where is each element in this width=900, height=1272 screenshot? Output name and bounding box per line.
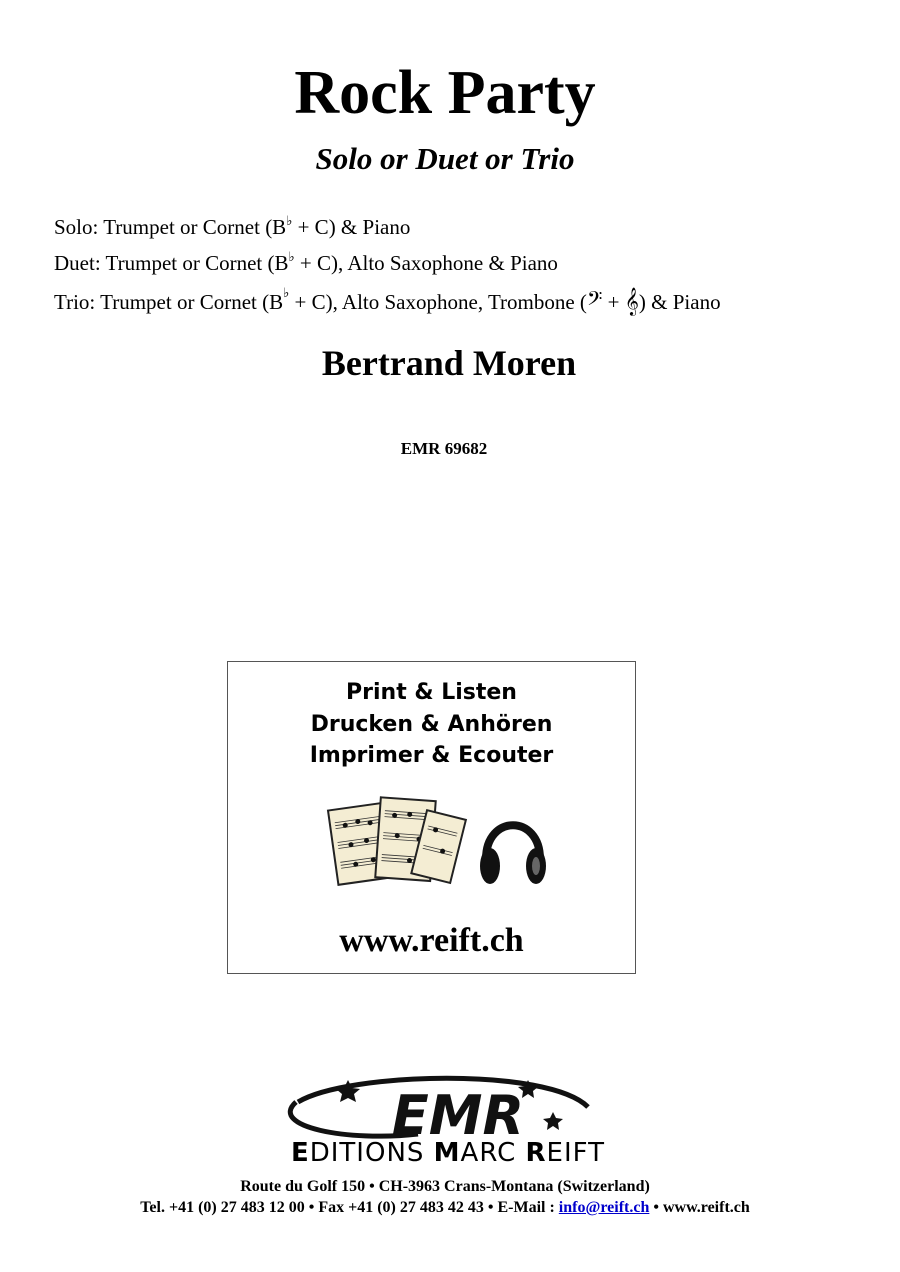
- emr-logo: EMR: [287, 1075, 590, 1147]
- flat-sign: ♭: [286, 213, 293, 228]
- instrumentation-trio: Trio: Trumpet or Cornet (B♭ + C), Alto S…: [54, 285, 721, 315]
- flat-sign: ♭: [288, 249, 295, 264]
- print-listen-box: Print & Listen Drucken & Anhören Imprime…: [227, 661, 636, 974]
- promo-line-de: Drucken & Anhören: [310, 712, 553, 737]
- promo-line-en: Print & Listen: [346, 680, 517, 705]
- promo-line-fr: Imprimer & Ecouter: [309, 743, 554, 768]
- sheet-music-icon: [326, 796, 468, 886]
- flat-sign: ♭: [283, 285, 290, 300]
- page-title: Rock Party: [294, 59, 596, 127]
- instrumentation-duet: Duet: Trumpet or Cornet (B♭ + C), Alto S…: [54, 249, 558, 275]
- subtitle: Solo or Duet or Trio: [315, 141, 575, 176]
- promo-url: www.reift.ch: [339, 922, 524, 959]
- email-link[interactable]: info@reift.ch: [558, 1199, 650, 1216]
- bass-clef-icon: 𝄢: [586, 287, 603, 315]
- publisher-address: Route du Golf 150 • CH-3963 Crans-Montan…: [240, 1178, 650, 1195]
- logo-text: EMR: [392, 1084, 524, 1147]
- catalog-number: EMR 69682: [400, 439, 488, 458]
- promo-icons: [326, 796, 546, 886]
- treble-clef-icon: 𝄞: [624, 287, 639, 315]
- instrumentation-solo: Solo: Trumpet or Cornet (B♭ + C) & Piano: [54, 213, 411, 239]
- composer: Bertrand Moren: [321, 343, 577, 383]
- publisher-contact: Tel. +41 (0) 27 483 12 00 • Fax +41 (0) …: [140, 1199, 750, 1216]
- headphones-icon: [480, 821, 546, 884]
- publisher-name: EDITIONS MARC REIFT: [290, 1138, 606, 1168]
